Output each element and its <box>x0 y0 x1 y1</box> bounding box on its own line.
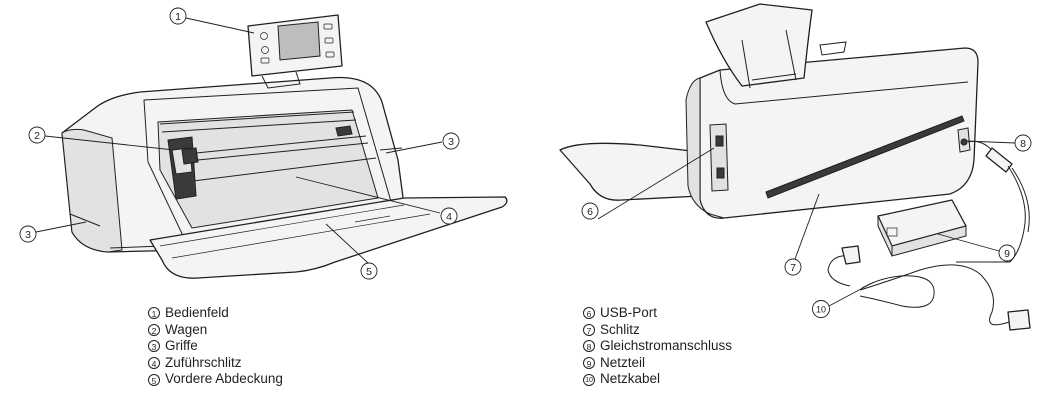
callout-1: 1 <box>169 7 187 25</box>
callout-7: 7 <box>784 258 802 276</box>
callout-4: 4 <box>440 207 458 225</box>
power-adapter <box>877 199 967 257</box>
legend-number: 10 <box>583 373 595 386</box>
legend-item: 10 Netzkabel <box>583 371 732 388</box>
callout-9: 9 <box>998 244 1016 262</box>
legend-item: 1 Bedienfeld <box>148 305 283 322</box>
control-panel <box>247 14 343 89</box>
svg-text:4: 4 <box>446 211 452 223</box>
legend-item: 3 Griffe <box>148 338 283 355</box>
leader-lines <box>35 17 1016 307</box>
legend-item: 6 USB-Port <box>583 305 732 322</box>
legend-item: 5 Vordere Abdeckung <box>148 371 283 388</box>
callout-2: 2 <box>28 126 46 144</box>
callout-8: 8 <box>1014 134 1032 152</box>
svg-text:9: 9 <box>1004 248 1010 260</box>
front-cover <box>149 196 508 279</box>
legend-number: 2 <box>148 323 160 336</box>
callout-5: 5 <box>360 262 378 280</box>
callout-10: 10 <box>812 300 830 318</box>
svg-text:2: 2 <box>34 130 40 142</box>
legend-number: 3 <box>148 340 160 353</box>
callout-6: 6 <box>581 202 599 220</box>
legend-number: 5 <box>148 373 160 386</box>
legend-item: 9 Netzteil <box>583 355 732 372</box>
legend-number: 1 <box>148 307 160 320</box>
callout-3-right: 3 <box>442 132 460 150</box>
svg-text:8: 8 <box>1020 138 1026 150</box>
power-cord <box>827 245 1031 331</box>
legend-label: Netzteil <box>600 354 646 370</box>
legend-label: Wagen <box>165 321 208 337</box>
legend-label: Vordere Abdeckung <box>165 371 283 387</box>
svg-text:3: 3 <box>25 229 31 241</box>
legend-label: Gleichstromanschluss <box>600 338 733 354</box>
front-view-machine <box>61 76 406 253</box>
svg-text:10: 10 <box>816 305 826 315</box>
legend-left: 1 Bedienfeld 2 Wagen 3 Griffe 4 Zuführsc… <box>148 305 283 388</box>
legend-number: 9 <box>583 357 595 370</box>
svg-text:6: 6 <box>587 206 593 218</box>
legend-item: 2 Wagen <box>148 322 283 339</box>
legend-number: 8 <box>583 340 595 353</box>
legend-label: Bedienfeld <box>165 305 229 320</box>
svg-text:1: 1 <box>175 11 181 23</box>
legend-right: 6 USB-Port 7 Schlitz 8 Gleichstromanschl… <box>583 305 732 388</box>
legend-item: 4 Zuführschlitz <box>148 355 283 372</box>
legend-label: Netzkabel <box>600 371 661 387</box>
legend-item: 8 Gleichstromanschluss <box>583 338 732 355</box>
svg-text:3: 3 <box>448 136 454 148</box>
legend-label: Zuführschlitz <box>165 354 242 370</box>
legend-label: Schlitz <box>600 321 640 337</box>
legend-item: 7 Schlitz <box>583 322 732 339</box>
legend-label: Griffe <box>165 338 198 354</box>
svg-text:5: 5 <box>366 266 372 278</box>
svg-text:7: 7 <box>790 262 796 274</box>
legend-number: 6 <box>583 307 595 320</box>
callout-3-left: 3 <box>19 225 37 243</box>
legend-number: 4 <box>148 357 160 370</box>
legend-number: 7 <box>583 323 595 336</box>
legend-label: USB-Port <box>600 305 658 320</box>
rear-view-machine <box>559 3 979 219</box>
